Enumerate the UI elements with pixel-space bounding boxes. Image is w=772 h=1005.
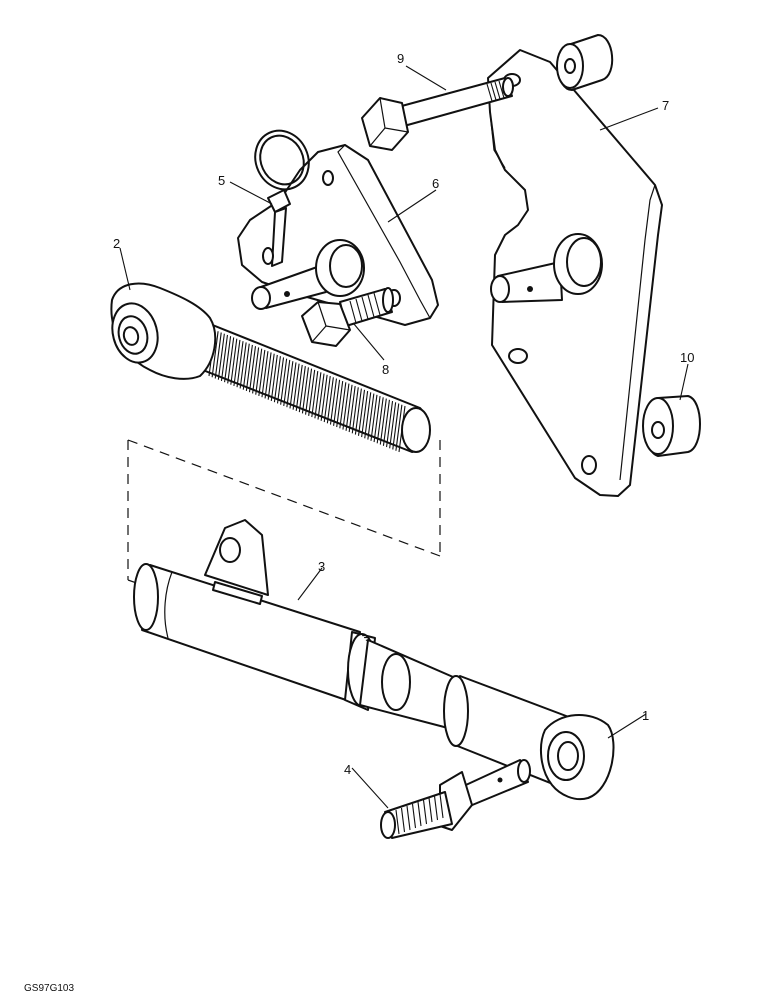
leader-10: [679, 363, 689, 401]
leader-5: [229, 181, 273, 205]
callout-8: 8: [382, 362, 389, 377]
callout-5: 5: [218, 173, 225, 188]
spacer-bush-bottom: [642, 395, 701, 457]
plate-pin: [490, 233, 603, 303]
link-pin: [380, 759, 531, 839]
callout-9: 9: [397, 51, 404, 66]
linch-pin: [254, 129, 310, 267]
bolt-long: [361, 77, 514, 151]
bracket-pin: [251, 239, 365, 310]
leader-8: [353, 323, 385, 361]
leader-lines: [119, 65, 689, 809]
leader-3: [297, 567, 323, 601]
leader-9: [405, 65, 447, 91]
lower-link-end: [539, 713, 615, 801]
callout-2: 2: [113, 236, 120, 251]
leader-6: [387, 189, 437, 223]
top-link-tube: [133, 519, 608, 799]
callout-10: 10: [680, 350, 694, 365]
phantom-outline: [127, 439, 441, 587]
callout-6: 6: [432, 176, 439, 191]
callout-3: 3: [318, 559, 325, 574]
callout-1: 1: [642, 708, 649, 723]
spacer-bush-top: [556, 34, 614, 91]
bolt-short: [301, 287, 394, 347]
top-link-ball-end: [110, 282, 431, 453]
drawing-code: GS97G103: [24, 983, 74, 994]
callout-7: 7: [662, 98, 669, 113]
leader-7: [599, 107, 659, 131]
leader-4: [351, 767, 389, 809]
callout-4: 4: [344, 762, 351, 777]
leader-2: [119, 247, 131, 291]
leader-1: [607, 713, 647, 739]
